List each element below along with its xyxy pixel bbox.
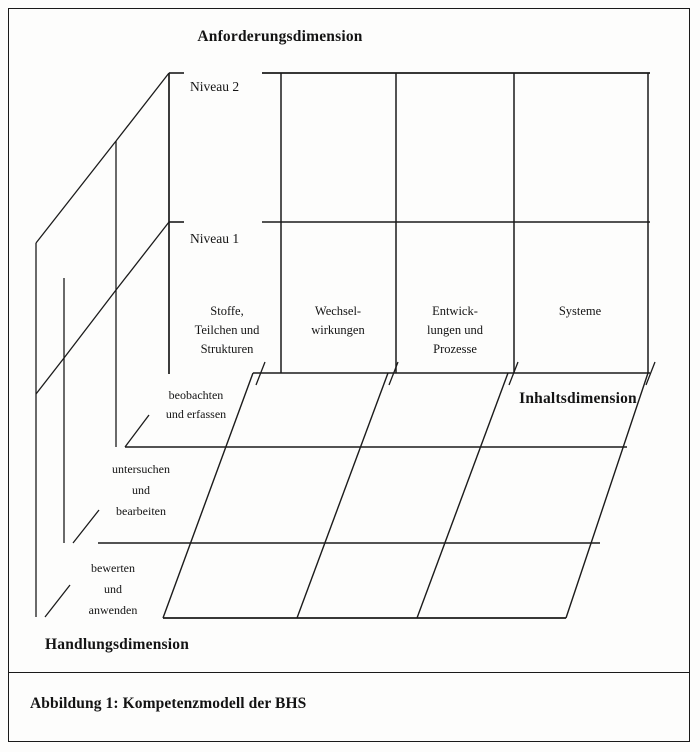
content-col-0-line1: Stoffe, [210, 304, 243, 318]
floor-stub-row3 [44, 584, 71, 618]
floor-tick-2 [508, 361, 519, 386]
figure-outer-border [8, 8, 690, 742]
floor-tick-1 [388, 361, 399, 386]
depth-edge-mid-2 [63, 289, 117, 359]
action-0-line1: beobachten [169, 388, 224, 402]
axis-title-handlungsdimension: Handlungsdimension [45, 636, 189, 653]
requirement-axis [168, 72, 184, 374]
floor-column-line-1 [296, 372, 389, 619]
content-col-1-line2: wirkungen [311, 323, 365, 337]
action-level-label-0: beobachten und erfassen [166, 388, 226, 421]
depth-edge-mid-1 [115, 221, 170, 291]
content-col-2-line3: Prozesse [433, 342, 477, 356]
action-2-line2: und [104, 582, 122, 596]
action-level-label-1: untersuchen und bearbeiten [112, 462, 170, 518]
floor-tick-0 [255, 361, 266, 386]
floor-column-line-3 [565, 372, 649, 619]
floor-column-line-2 [416, 372, 509, 619]
action-1-line2: und [132, 483, 150, 497]
action-2-line3: anwenden [89, 603, 138, 617]
figure-caption: Abbildung 1: Kompetenzmodell der BHS [30, 695, 307, 712]
depth-edge-mid-3 [35, 357, 65, 395]
action-1-line1: untersuchen [112, 462, 170, 476]
floor-tick-3 [645, 361, 656, 386]
floor-column-line-0 [162, 372, 254, 619]
depth-edge-top-1 [115, 72, 170, 142]
floor-plane-grid [98, 361, 656, 619]
action-level-label-2: bewerten und anwenden [89, 561, 138, 617]
floor-stub-row2 [72, 509, 100, 544]
action-2-line1: bewerten [91, 561, 135, 575]
back-panel-grid [253, 72, 650, 374]
content-column-label-1: Wechsel- wirkungen [311, 304, 365, 337]
niveau-label-1: Niveau 1 [190, 231, 239, 246]
content-col-0-line2: Teilchen und [195, 323, 260, 337]
content-column-label-3: Systeme [559, 304, 602, 318]
action-0-line2: und erfassen [166, 407, 226, 421]
content-col-3-line1: Systeme [559, 304, 602, 318]
content-col-1-line1: Wechsel- [315, 304, 361, 318]
content-col-2-line1: Entwick- [432, 304, 478, 318]
content-column-label-0: Stoffe, Teilchen und Strukturen [195, 304, 260, 356]
depth-edge-top-2 [35, 140, 117, 244]
action-1-line3: bearbeiten [116, 504, 166, 518]
niveau-label-2: Niveau 2 [190, 79, 239, 94]
caption-divider-rule [8, 672, 690, 673]
content-col-2-line2: lungen und [427, 323, 484, 337]
depth-wireframe [35, 72, 170, 618]
axis-title-anforderungsdimension: Anforderungsdimension [197, 28, 362, 45]
content-column-label-2: Entwick- lungen und Prozesse [427, 304, 484, 356]
floor-stub-row1 [124, 414, 150, 448]
content-col-0-line3: Strukturen [201, 342, 255, 356]
axis-title-inhaltsdimension: Inhaltsdimension [519, 390, 637, 407]
